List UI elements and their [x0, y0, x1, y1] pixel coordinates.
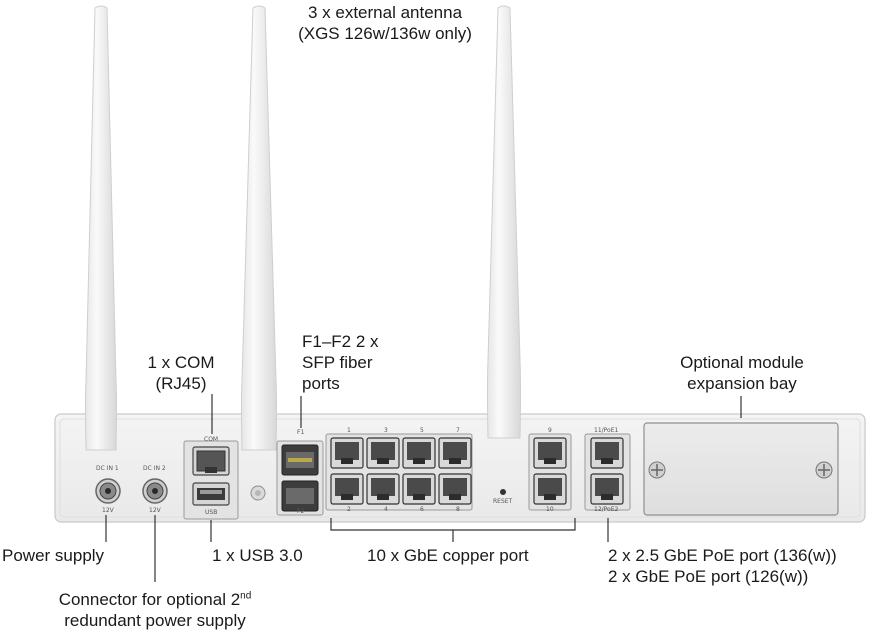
rj45-poe-port-11 [590, 437, 624, 469]
poe-port-12-label: 12/PoE2 [594, 506, 619, 513]
callout-expansion-line1: Optional module [680, 353, 804, 372]
reset-label: RESET [493, 498, 513, 505]
led-indicator [250, 485, 266, 501]
callout-sfp-line3: ports [302, 374, 340, 393]
callout-power-supply: Power supply [2, 546, 105, 565]
callout-sfp-line2: SFP fiber [302, 353, 373, 372]
port-label-5: 5 [420, 427, 424, 434]
callout-usb: 1 x USB 3.0 [212, 546, 303, 565]
port-label-10: 10 [546, 506, 554, 513]
port-label-2: 2 [347, 506, 351, 513]
port-label-7: 7 [456, 427, 460, 434]
expansion-bay [643, 422, 839, 516]
callout-redundant-line2: redundant power supply [64, 611, 246, 630]
rj45-port-10 [533, 473, 567, 505]
callout-sfp: F1–F2 2 x SFP fiber ports [302, 331, 379, 394]
sfp-f1-label: F1 [297, 429, 305, 436]
reset-button [500, 489, 506, 495]
usb-port [192, 482, 230, 506]
rj45-port-3 [366, 437, 400, 469]
callout-com-line1: 1 x COM [147, 353, 215, 372]
com-port [192, 446, 230, 476]
sfp-f2-label: F2 [297, 508, 305, 515]
leader-lines [105, 394, 742, 582]
com-port-label: COM [204, 436, 219, 443]
rj45-port-4 [366, 473, 400, 505]
dc-in-2-connector [142, 478, 168, 504]
dc-in-1-connector [95, 478, 121, 504]
callout-antenna-line1: 3 x external antenna [307, 3, 463, 22]
port-label-4: 4 [384, 506, 388, 513]
antenna-left [85, 5, 117, 451]
antenna-middle [241, 5, 277, 451]
callout-redundant-sup: nd [240, 590, 252, 602]
rj45-port-8 [438, 473, 472, 505]
poe-port-block [584, 433, 631, 511]
rj45-port-1 [330, 437, 364, 469]
callout-com-line2: (RJ45) [155, 374, 207, 393]
port-label-1: 1 [347, 427, 351, 434]
callout-expansion: Optional module expansion bay [660, 352, 824, 394]
callout-sfp-line1: F1–F2 2 x [302, 332, 379, 351]
poe-port-11-label: 11/PoE1 [594, 427, 619, 434]
usb-port-label: USB [205, 509, 218, 516]
port-label-3: 3 [384, 427, 388, 434]
callout-antenna: 3 x external antenna (XGS 126w/136w only… [280, 2, 490, 44]
callout-antenna-line2: (XGS 126w/136w only) [298, 24, 472, 43]
dc-in-2-label: DC IN 2 [143, 465, 166, 472]
port-label-6: 6 [420, 506, 424, 513]
dc-in-1-label: DC IN 1 [96, 465, 119, 472]
callout-expansion-line2: expansion bay [687, 374, 797, 393]
sfp-port-block [276, 440, 324, 516]
callout-redundant-power: Connector for optional 2nd redundant pow… [40, 589, 270, 631]
rj45-poe-port-12 [590, 473, 624, 505]
rj45-port-7 [438, 437, 472, 469]
callout-poe: 2 x 2.5 GbE PoE port (136(w)) 2 x GbE Po… [608, 545, 837, 587]
antenna-right [487, 5, 521, 439]
callout-redundant-line1: Connector for optional 2nd [40, 589, 270, 610]
copper-port-9-10-block [528, 433, 572, 511]
port-label-8: 8 [456, 506, 460, 513]
dc-in-2-voltage: 12V [149, 507, 161, 514]
copper-port-block [325, 433, 473, 511]
rj45-port-2 [330, 473, 364, 505]
port-label-9: 9 [548, 427, 552, 434]
callout-copper: 10 x GbE copper port [367, 546, 529, 565]
callout-poe-line2: 2 x GbE PoE port (126(w)) [608, 567, 809, 586]
rj45-port-5 [402, 437, 436, 469]
callout-poe-line1: 2 x 2.5 GbE PoE port (136(w)) [608, 546, 837, 565]
rj45-port-6 [402, 473, 436, 505]
callout-redundant-line1-text: Connector for optional 2 [58, 590, 241, 609]
callout-com: 1 x COM (RJ45) [140, 352, 222, 394]
rj45-port-9 [533, 437, 567, 469]
dc-in-1-voltage: 12V [102, 507, 114, 514]
